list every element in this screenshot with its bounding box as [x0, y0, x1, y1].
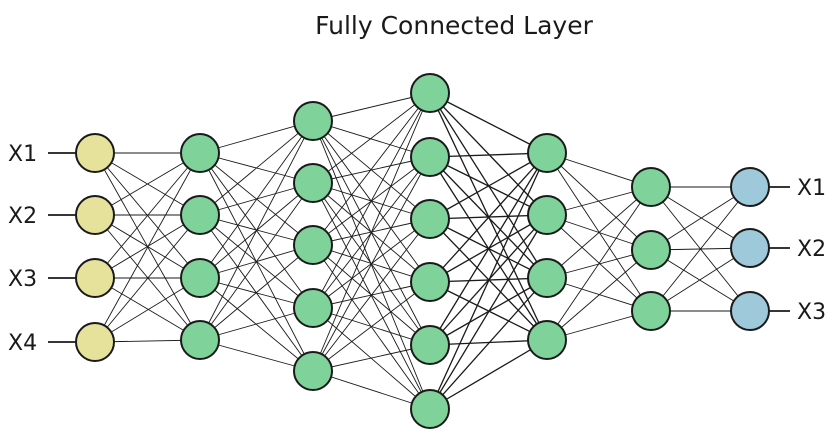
hidden-node [527, 320, 567, 360]
connection-edge [199, 120, 314, 341]
connection-edge [429, 214, 548, 410]
connection-edge [312, 92, 431, 246]
connection-edge [312, 92, 431, 184]
hidden-node [410, 325, 450, 365]
hidden-node [293, 225, 333, 265]
connection-edge [650, 186, 751, 312]
hidden-node [527, 195, 567, 235]
connection-edge [429, 339, 548, 410]
connection-edge [312, 92, 431, 372]
input-label: X4 [8, 331, 37, 356]
diagram-title: Fully Connected Layer [315, 11, 593, 40]
connection-edge [94, 214, 201, 341]
input-label: X3 [8, 267, 37, 292]
connection-edge [199, 182, 314, 341]
connection-edge [94, 152, 201, 343]
connection-edge [312, 182, 431, 410]
connection-edge [429, 92, 548, 154]
hidden-node [631, 291, 671, 331]
output-node [730, 291, 770, 331]
hidden-node [410, 262, 450, 302]
hidden-node [180, 320, 220, 360]
input-label: X1 [8, 142, 37, 167]
connection-edge [429, 152, 548, 410]
hidden-node [293, 101, 333, 141]
connection-edge [312, 92, 431, 309]
connection-edge [199, 120, 314, 279]
connection-edge [429, 152, 548, 346]
connection-edge [312, 120, 431, 158]
connection-edge [312, 120, 431, 410]
hidden-node [293, 163, 333, 203]
input-label: X2 [8, 204, 37, 229]
connection-edge [312, 92, 431, 122]
hidden-node [410, 199, 450, 239]
input-node [75, 258, 115, 298]
hidden-node [631, 167, 671, 207]
connection-edge [94, 277, 201, 341]
connection-edge [429, 152, 548, 220]
connection-edge [312, 307, 431, 410]
connection-edge [312, 281, 431, 372]
output-node [730, 167, 770, 207]
connection-edge [546, 152, 652, 251]
output-label: X3 [797, 300, 826, 325]
connection-edge [199, 120, 314, 216]
connection-edge [429, 277, 548, 410]
connection-edge [312, 156, 431, 372]
input-node [75, 195, 115, 235]
connection-edge [94, 152, 201, 279]
output-node [730, 228, 770, 268]
hidden-node [527, 258, 567, 298]
input-node [75, 322, 115, 362]
connection-edge [546, 186, 652, 279]
hidden-node [527, 133, 567, 173]
connection-edge [94, 214, 201, 279]
hidden-node [410, 73, 450, 113]
hidden-node [631, 230, 671, 270]
output-label: X1 [797, 176, 826, 201]
io-stub-lines [48, 152, 790, 343]
connection-edge [94, 214, 201, 343]
hidden-node [180, 195, 220, 235]
hidden-node [293, 351, 333, 391]
connection-edge [546, 186, 652, 341]
connection-edge [546, 249, 652, 341]
hidden-node [180, 258, 220, 298]
connection-edge [312, 218, 431, 372]
connection-edge [199, 244, 314, 341]
connection-edge [94, 152, 201, 216]
hidden-node [293, 288, 333, 328]
hidden-node [180, 133, 220, 173]
connection-edge [429, 152, 548, 283]
connection-edge [199, 277, 314, 372]
input-node [75, 133, 115, 173]
hidden-node [410, 389, 450, 429]
output-label: X2 [797, 237, 826, 262]
connection-edge [94, 277, 201, 343]
hidden-node [410, 137, 450, 177]
connection-edge [312, 370, 431, 410]
network-nodes [75, 73, 770, 429]
